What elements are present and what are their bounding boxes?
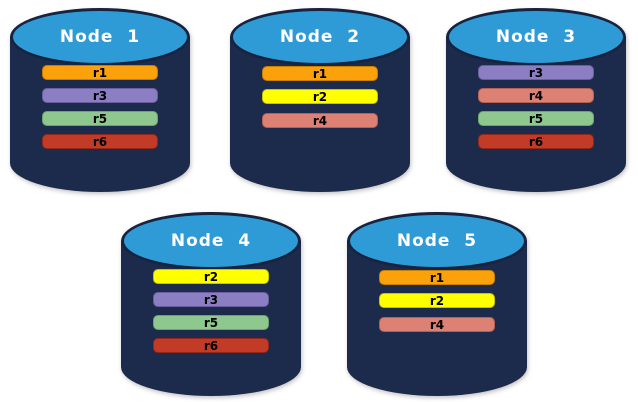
cylinder-top-ellipse: Node 5 (347, 212, 527, 270)
replica-bar-label: r2 (312, 89, 328, 104)
node-label: Node 4 (170, 231, 252, 251)
replica-bar-label: r2 (203, 269, 219, 284)
replica-bar: r5 (42, 111, 158, 126)
replica-bar: r2 (153, 269, 269, 284)
replica-bar-label: r4 (312, 113, 328, 128)
replica-bar: r4 (262, 113, 378, 128)
replica-bar-label: r2 (429, 293, 445, 308)
replica-bar: r5 (153, 315, 269, 330)
node-cylinder: Node 2 r1 r2 r4 (230, 8, 410, 192)
replica-bar: r6 (153, 338, 269, 353)
cylinder-top-ellipse: Node 3 (446, 8, 626, 66)
replica-bar: r2 (262, 89, 378, 104)
replica-bar-label: r4 (528, 88, 544, 103)
replica-bar-label: r5 (92, 111, 108, 126)
replica-bar-label: r3 (92, 88, 108, 103)
replica-bar: r1 (42, 65, 158, 80)
cylinder-top-ellipse: Node 1 (10, 8, 190, 66)
replica-bar: r3 (478, 65, 594, 80)
cylinder-top-ellipse: Node 4 (121, 212, 301, 270)
replica-bar-label: r1 (429, 270, 445, 285)
replica-bar-label: r6 (92, 134, 108, 149)
replica-bar: r4 (478, 88, 594, 103)
node-cylinder: Node 3 r3 r4 r5 r6 (446, 8, 626, 192)
node-cylinder: Node 5 r1 r2 r4 (347, 212, 527, 396)
replica-bar-label: r4 (429, 317, 445, 332)
replica-bar: r3 (153, 292, 269, 307)
replica-bar-label: r3 (528, 65, 544, 80)
replica-bar: r3 (42, 88, 158, 103)
cylinder-top-ellipse: Node 2 (230, 8, 410, 66)
replica-bar: r1 (262, 66, 378, 81)
replica-bar-label: r1 (92, 65, 108, 80)
replica-bar: r4 (379, 317, 495, 332)
replica-bar: r6 (42, 134, 158, 149)
node-label: Node 2 (279, 27, 361, 47)
node-cylinder: Node 4 r2 r3 r5 r6 (121, 212, 301, 396)
replica-bar: r1 (379, 270, 495, 285)
replica-bar-label: r6 (203, 338, 219, 353)
replica-bar-label: r1 (312, 66, 328, 81)
replica-bar-label: r3 (203, 292, 219, 307)
replica-bar-label: r5 (528, 111, 544, 126)
replica-bar: r2 (379, 293, 495, 308)
node-label: Node 3 (495, 27, 577, 47)
node-label: Node 5 (396, 231, 478, 251)
node-label: Node 1 (59, 27, 141, 47)
node-cylinder: Node 1 r1 r3 r5 r6 (10, 8, 190, 192)
replica-bar: r5 (478, 111, 594, 126)
replica-bar-label: r5 (203, 315, 219, 330)
replica-bar: r6 (478, 134, 594, 149)
replica-bar-label: r6 (528, 134, 544, 149)
